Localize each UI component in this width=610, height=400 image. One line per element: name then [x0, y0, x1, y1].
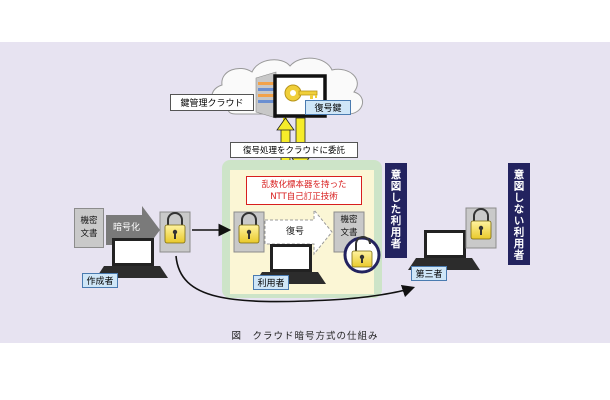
rng-technology-box: 乱数化標本器を持った NTT自己訂正技術 — [246, 176, 362, 205]
rng-line2: NTT自己訂正技術 — [270, 192, 338, 202]
server-icon — [255, 71, 277, 119]
decrypt-key-label: 復号鍵 — [305, 100, 351, 115]
leak-arrow — [175, 255, 416, 303]
creator-doc-line2: 文書 — [80, 229, 98, 239]
creator-label: 作成者 — [82, 273, 118, 288]
user-doc-line1: 機密 — [340, 215, 358, 225]
creator-doc: 機密 文書 — [74, 208, 104, 248]
user-laptop — [254, 244, 326, 284]
user-label: 利用者 — [253, 275, 289, 290]
unlocked-lock-icon — [343, 236, 381, 274]
intended-user-label: 意図した利用者 — [385, 163, 407, 258]
third-party-locked-doc — [465, 207, 497, 249]
creator-locked-doc — [159, 211, 191, 253]
third-party-label: 第三者 — [411, 266, 447, 281]
creator-doc-line1: 機密 — [80, 216, 98, 226]
figure-caption: 図 クラウド暗号方式の仕組み — [231, 331, 379, 342]
user-locked-doc — [233, 211, 265, 253]
unintended-user-label: 意図しない利用者 — [508, 163, 530, 265]
encrypt-label: 暗号化 — [113, 223, 141, 233]
key-cloud-label: 鍵管理クラウド — [170, 94, 254, 111]
user-doc-text: 機密 文書 — [334, 212, 364, 240]
user-doc-line2: 文書 — [340, 228, 358, 238]
rng-line1: 乱数化標本器を持った — [261, 180, 347, 190]
key-icon — [284, 84, 318, 102]
delegate-label: 復号処理をクラウドに委託 — [230, 142, 358, 158]
third-party-laptop — [408, 230, 480, 270]
decrypt-label: 復号 — [286, 227, 305, 237]
